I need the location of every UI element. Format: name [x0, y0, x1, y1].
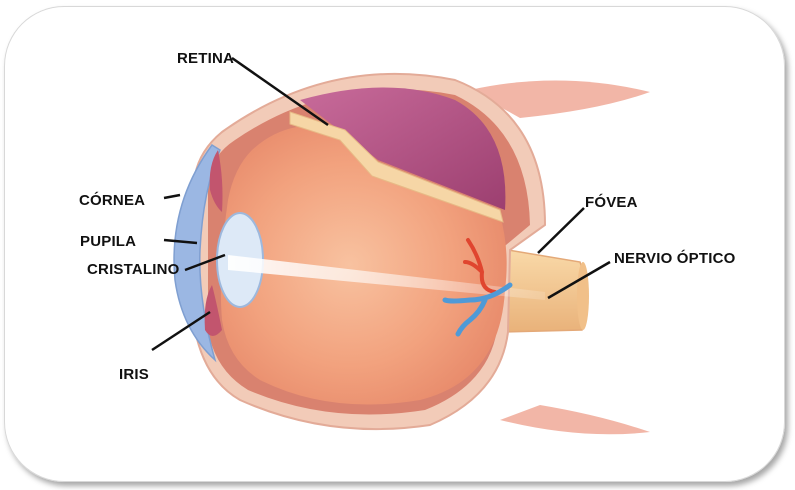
- label-fovea: FÓVEA: [585, 195, 638, 211]
- optic-nerve-end: [577, 262, 589, 330]
- label-retina: RETINA: [177, 51, 234, 67]
- cornea-leader: [164, 195, 180, 198]
- label-pupila: PUPILA: [80, 234, 136, 250]
- label-cornea: CÓRNEA: [79, 193, 145, 209]
- label-iris: IRIS: [119, 367, 149, 383]
- label-nervio-optico: NERVIO ÓPTICO: [614, 251, 736, 267]
- label-cristalino: CRISTALINO: [87, 262, 180, 278]
- lower-muscle: [500, 405, 650, 434]
